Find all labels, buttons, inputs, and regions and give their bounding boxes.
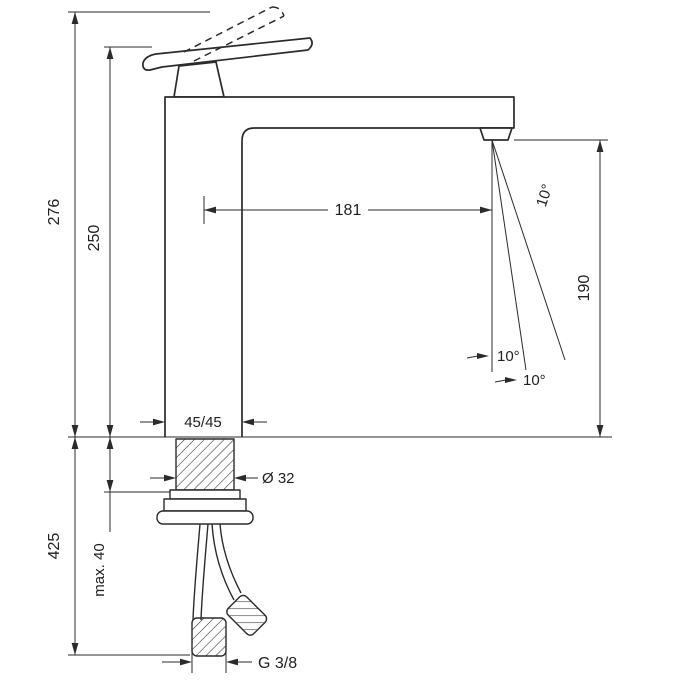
- under-counter-assembly: [156, 438, 268, 657]
- mounting-washer: [156, 510, 254, 525]
- dim-label-spout-reach: 181: [335, 202, 362, 219]
- hose-connector-right: [226, 594, 268, 636]
- dim-label-total-height: 276: [46, 199, 63, 226]
- dimension-lines: [74, 12, 601, 663]
- spout-nozzle: [479, 127, 513, 141]
- angle-label-main: 10°: [533, 182, 556, 209]
- extension-lines: [68, 11, 612, 673]
- spray-angle-lines: [466, 139, 566, 383]
- dimension-arrows: [71, 12, 604, 666]
- spray-angle-arrows: [477, 353, 517, 383]
- handle-lever: [142, 37, 313, 71]
- angle-label-outer: 10°: [523, 372, 546, 389]
- faucet-body: [164, 96, 515, 437]
- faucet-outline: [142, 37, 515, 437]
- dim-label-connection-thread: G 3/8: [258, 655, 297, 672]
- mounting-nut: [163, 498, 247, 512]
- dim-label-base-dimensions: 45/45: [184, 414, 222, 431]
- mounting-shank: [175, 438, 235, 491]
- dim-label-max-counter-thickness: max. 40: [91, 543, 108, 596]
- dim-label-body-height: 250: [86, 225, 103, 252]
- handle-base: [173, 61, 225, 98]
- dim-label-spout-height: 190: [576, 275, 593, 302]
- mounting-flange: [169, 489, 241, 500]
- dim-label-mounting-depth: 425: [46, 533, 63, 560]
- supply-hoses: [192, 523, 242, 621]
- handle-lever-raised: [183, 6, 285, 62]
- label-backgrounds: [174, 202, 368, 430]
- dim-label-shank-diameter: Ø 32: [262, 470, 295, 487]
- hose-connector-left: [191, 617, 227, 657]
- angle-label-inner: 10°: [497, 348, 520, 365]
